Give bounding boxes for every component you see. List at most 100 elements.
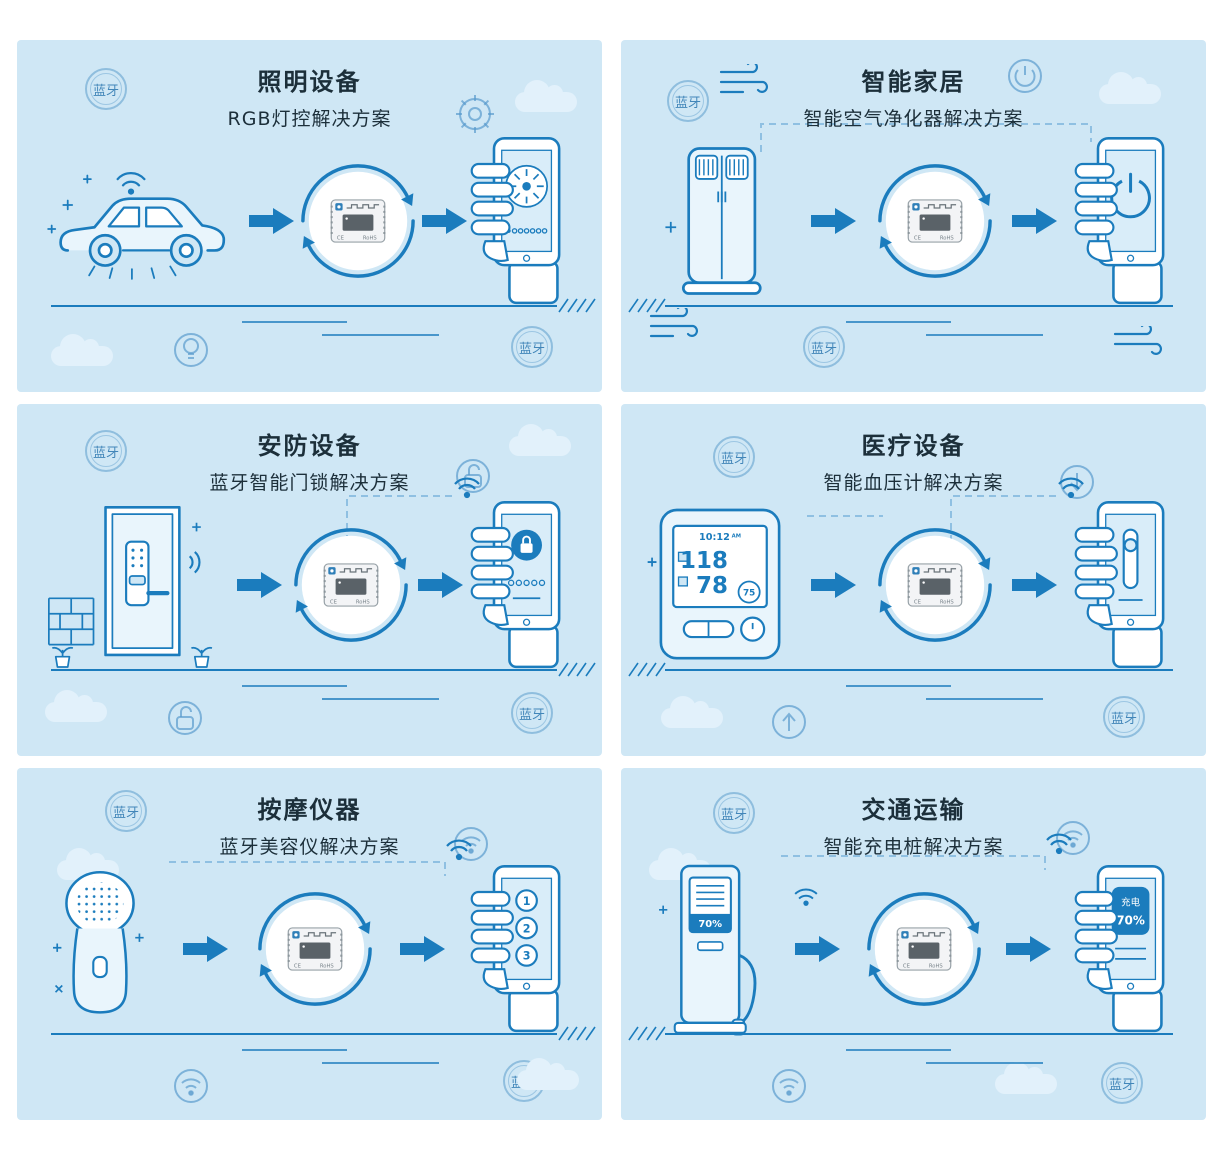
charging-pile-illustration: 70% (659, 864, 757, 1036)
bluetooth-chip: CE RoHS (287, 927, 342, 971)
wifi-icon (116, 172, 146, 181)
wrist (1112, 260, 1163, 305)
cloud (995, 1062, 1057, 1094)
bluetooth-module: CE RoHS (874, 160, 996, 282)
plant (191, 646, 213, 668)
antenna-trace (339, 568, 372, 573)
home-button (1126, 618, 1135, 626)
wind-icon (1113, 326, 1162, 355)
badge-ring (808, 331, 840, 363)
ce-mark: CE (913, 236, 920, 242)
sparkle-icon (647, 557, 657, 567)
hand-fingers (470, 526, 514, 627)
bluetooth-badge: 蓝牙 (713, 436, 755, 478)
sparkle-icon (665, 221, 677, 233)
padlock-icon (522, 535, 531, 544)
panel-title: 交通运输 (861, 796, 966, 824)
wrist (508, 624, 559, 669)
mode-1: 1 (523, 895, 531, 908)
badge-ring (1108, 701, 1140, 733)
cloud (51, 334, 113, 366)
lock-ui (507, 529, 546, 600)
panel-subtitle: 智能空气净化器解决方案 (803, 108, 1024, 130)
sparkle-icons (53, 933, 144, 993)
thumb (1086, 240, 1113, 263)
sparkle-icon (659, 905, 668, 914)
light-rays (88, 265, 177, 280)
panel-subtitle: 智能血压计解决方案 (823, 472, 1004, 494)
sparkle-icons (47, 174, 92, 234)
wifi-icon (794, 888, 818, 906)
charging-status-ui: 充电 70% (1111, 886, 1150, 960)
thumb (1086, 968, 1113, 991)
ground-lines (51, 298, 596, 336)
thumb (1086, 604, 1113, 627)
bluetooth-badge: 蓝牙 (105, 790, 147, 832)
gear-icon (456, 95, 494, 133)
bluetooth-module: CE RoHS (874, 524, 996, 646)
unlock-icon (168, 701, 202, 735)
phone-in-hand: 充电 70% (1074, 865, 1165, 1033)
panel-massage: 按摩仪器 蓝牙美容仪解决方案 蓝牙 蓝牙 (17, 768, 602, 1120)
badge-ring (718, 797, 750, 829)
thumb (482, 240, 509, 263)
mode-3: 3 (523, 950, 531, 963)
badge-ring (516, 331, 548, 363)
panel-transport: 交通运输 智能充电桩解决方案 蓝牙 蓝牙 (621, 768, 1206, 1120)
home-button (1126, 982, 1135, 990)
badge-ring (718, 441, 750, 473)
air-purifier-illustration (665, 147, 762, 295)
ground-lines (51, 662, 596, 700)
pulse-value: 75 (743, 589, 755, 599)
arrow-right-icon (794, 936, 840, 962)
arrow-right-icon (248, 208, 294, 234)
home-button (1126, 254, 1135, 262)
ground-lines (51, 1026, 596, 1064)
panel-smart-home: 智能家居 智能空气净化器解决方案 蓝牙 蓝牙 (621, 40, 1206, 392)
plant (52, 646, 74, 668)
hand-fingers (470, 162, 514, 263)
hand-fingers (470, 890, 514, 991)
panel-security: 安防设备 蓝牙智能门锁解决方案 蓝牙 蓝牙 (17, 404, 602, 756)
rohs-mark: RoHS (355, 600, 370, 606)
panel-lighting: 照明设备 RGB灯控解决方案 蓝牙 蓝牙 (17, 40, 602, 392)
thumb (482, 604, 509, 627)
antenna-trace (912, 932, 945, 937)
bluetooth-module: CE RoHS (863, 888, 985, 1010)
bluetooth-chip: CE RoHS (323, 563, 378, 607)
diastolic-value: 78 (696, 573, 728, 599)
bluetooth-module: CE RoHS (254, 888, 376, 1010)
badge-ring (516, 697, 548, 729)
charge-cable (738, 953, 757, 1025)
wind-icon (719, 64, 768, 94)
phone-in-hand (470, 137, 561, 305)
panel-title: 医疗设备 (861, 432, 966, 460)
ce-mark: CE (913, 600, 920, 606)
panel-medical: 医疗设备 智能血压计解决方案 蓝牙 蓝牙 (621, 404, 1206, 756)
mode-2: 2 (523, 922, 531, 935)
power-button (740, 616, 766, 642)
wrist (1112, 624, 1163, 669)
sparkle-icon (192, 522, 201, 532)
wrist (1112, 988, 1163, 1033)
hand-fingers (1074, 890, 1118, 991)
panel-title: 安防设备 (257, 432, 362, 460)
arrow-right-icon (1011, 572, 1057, 598)
bluetooth-module: CE RoHS (290, 524, 412, 646)
ce-mark: CE (293, 964, 300, 970)
arrow-right-icon (811, 208, 857, 234)
home-button (522, 618, 531, 626)
systolic-value: 118 (680, 548, 728, 574)
ground-lines (628, 662, 1173, 700)
panel-grid: 照明设备 RGB灯控解决方案 蓝牙 蓝牙 (17, 40, 1206, 1120)
beauty-device-illustration (53, 870, 144, 1014)
charging-percent: 70% (1116, 914, 1145, 928)
antenna-trace (346, 204, 380, 209)
bluetooth-badge: 蓝牙 (85, 430, 127, 472)
phone-in-hand (1074, 137, 1165, 305)
ce-mark: CE (329, 600, 336, 606)
car-illustration (47, 172, 226, 280)
cloud (517, 1058, 579, 1090)
rohs-mark: RoHS (939, 236, 954, 242)
